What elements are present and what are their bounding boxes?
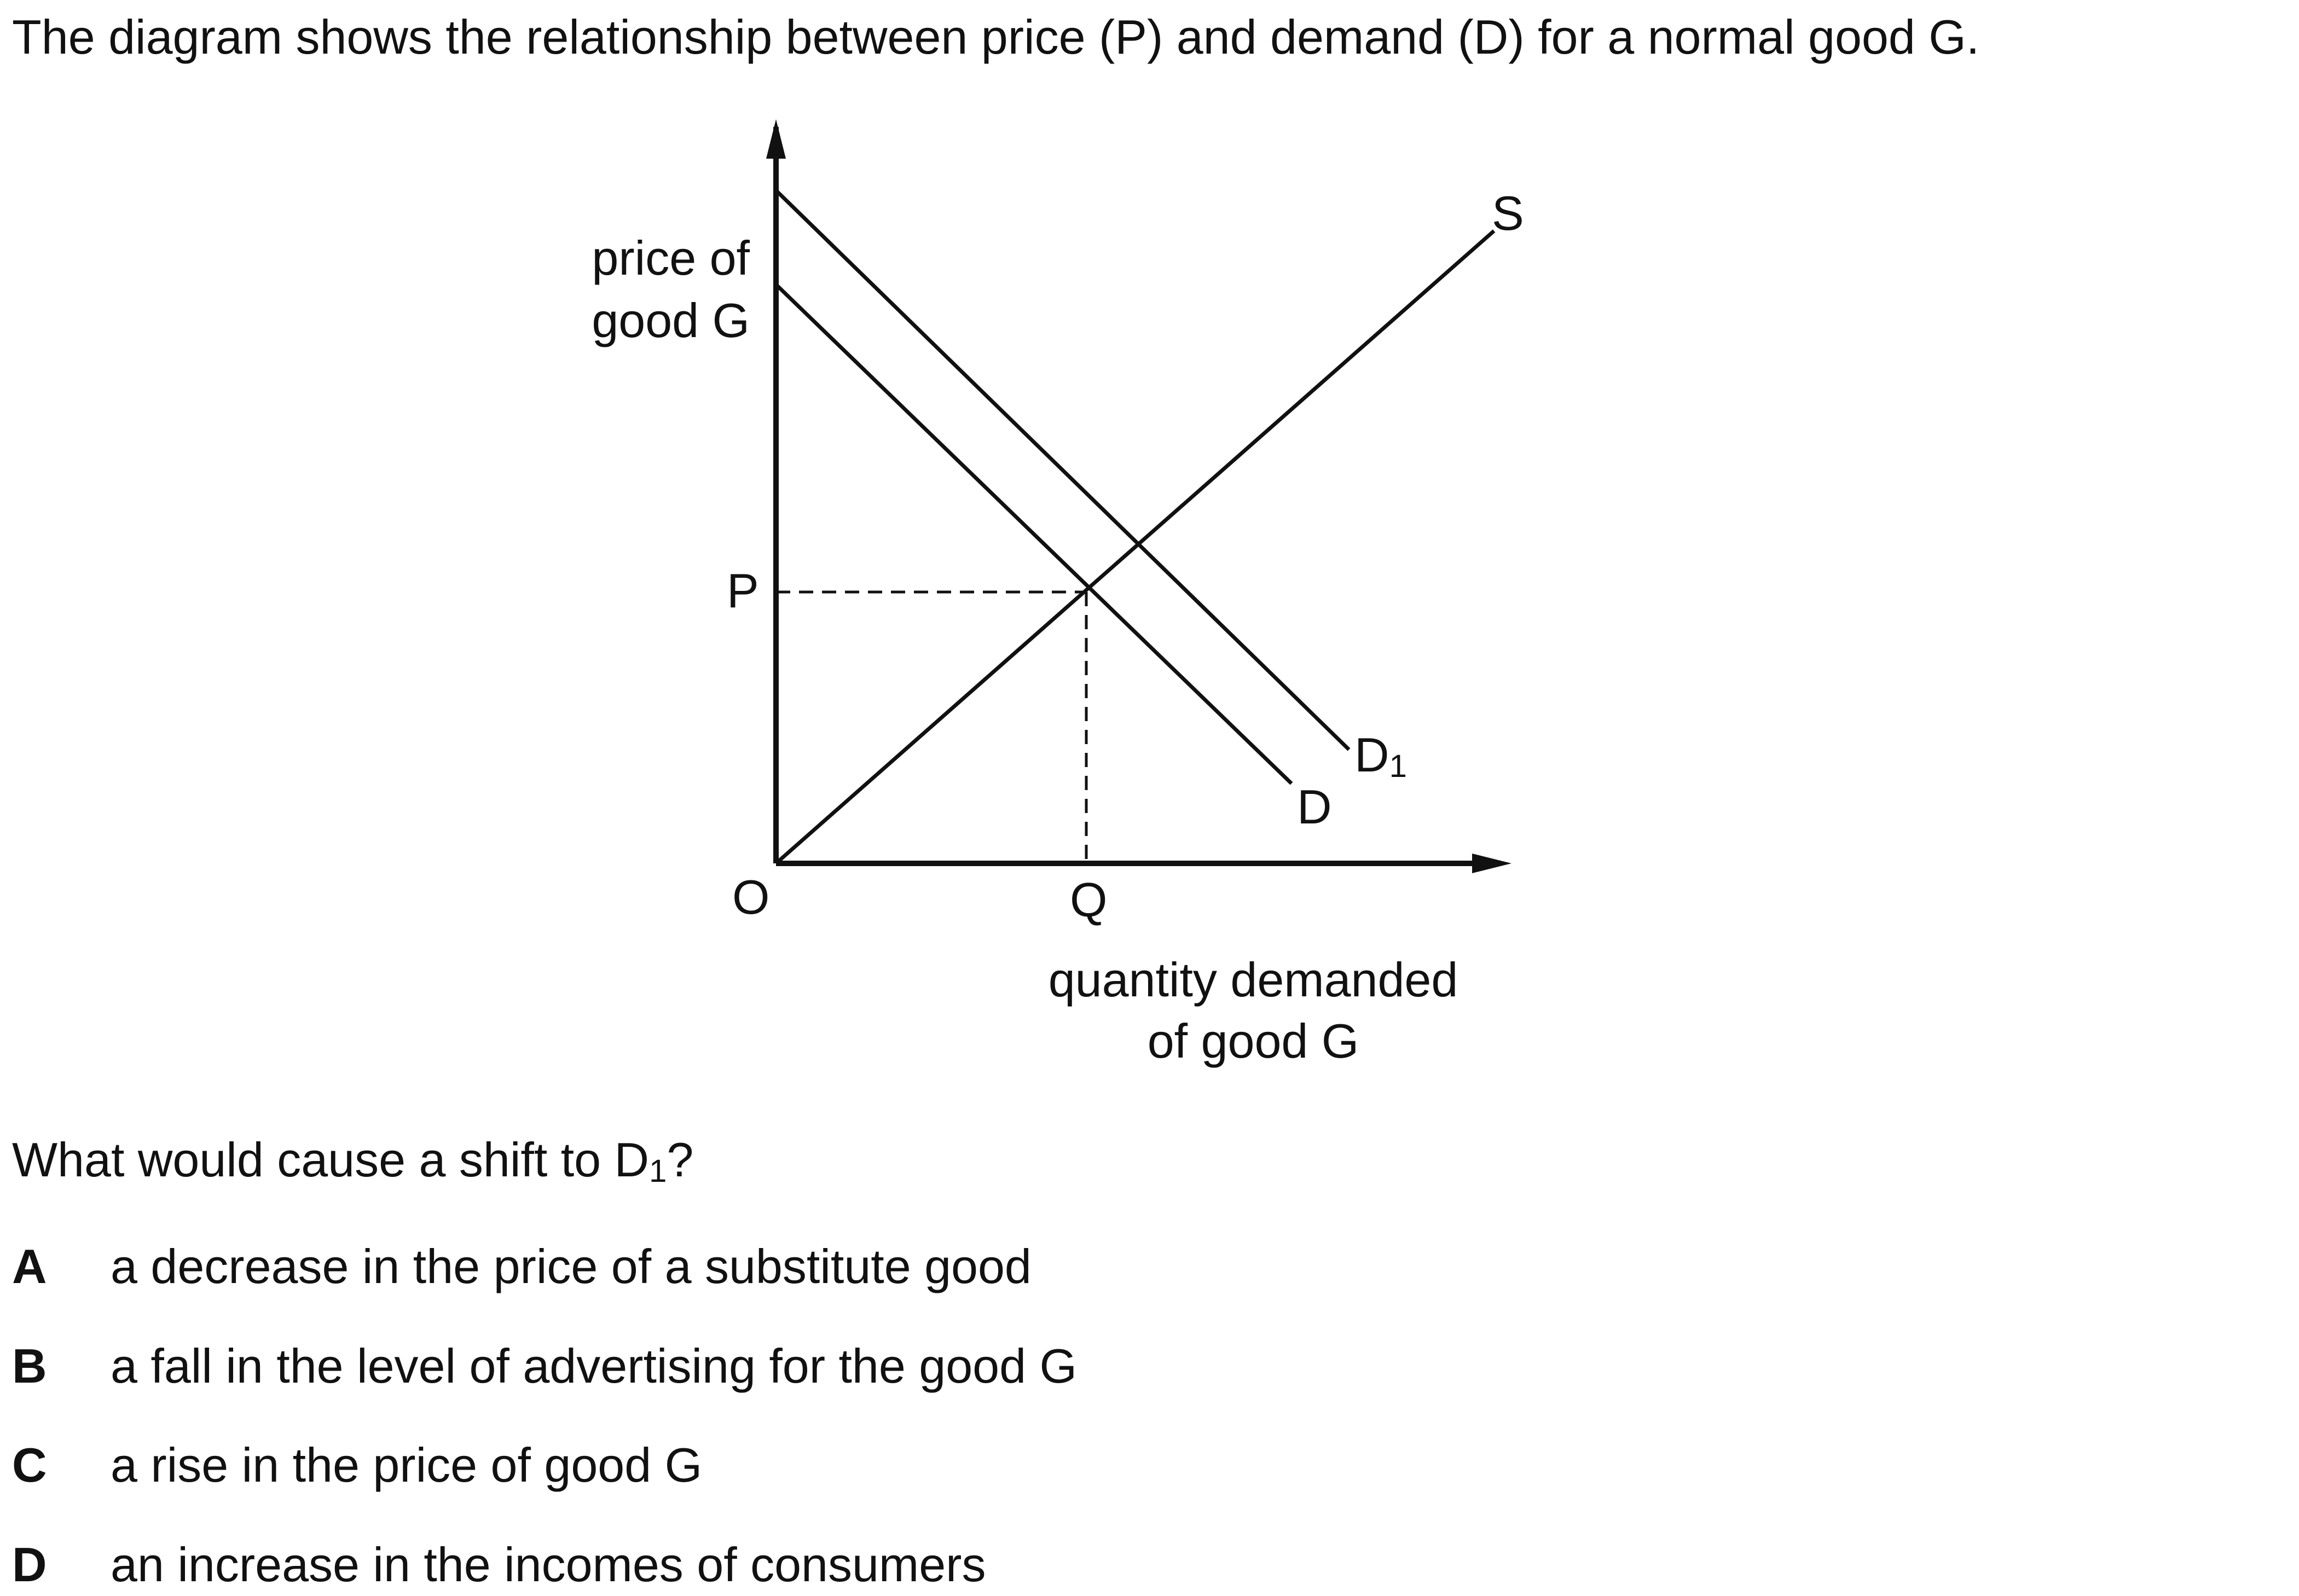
shifted-demand-label: D1 xyxy=(1354,728,1407,782)
shifted-demand-subscript: 1 xyxy=(1389,748,1407,784)
intro-text: The diagram shows the relationship betwe… xyxy=(12,10,1980,64)
quantity-label: Q xyxy=(1070,873,1108,927)
y-axis-arrowhead xyxy=(766,119,786,159)
supply-label: S xyxy=(1492,186,1524,240)
option-c-text: a rise in the price of good G xyxy=(111,1438,703,1492)
option-a-letter: A xyxy=(12,1239,47,1293)
question-text: What would cause a shift to D1? xyxy=(12,1133,693,1187)
price-label: P xyxy=(727,564,759,618)
x-axis-label: quantity demanded of good G xyxy=(1012,949,1494,1072)
demand-curve-d xyxy=(774,283,1293,785)
option-d-text: an increase in the incomes of consumers xyxy=(111,1537,986,1592)
option-b-text: a fall in the level of advertising for t… xyxy=(111,1339,1077,1393)
option-b-letter: B xyxy=(12,1339,47,1393)
question-suffix: ? xyxy=(667,1133,694,1187)
shifted-demand-letter: D xyxy=(1354,728,1389,782)
option-a-text: a decrease in the price of a substitute … xyxy=(111,1239,1032,1293)
question-main: What would cause a shift to D xyxy=(12,1133,650,1187)
x-axis-label-line-2: of good G xyxy=(1147,1014,1359,1068)
option-d-letter: D xyxy=(12,1537,47,1592)
question-subscript: 1 xyxy=(649,1153,667,1189)
demand-label: D xyxy=(1297,780,1332,834)
supply-curve-s xyxy=(774,229,1496,865)
x-axis-arrowhead xyxy=(1472,854,1512,873)
demand-curve-d1 xyxy=(774,189,1351,751)
x-axis-label-line-1: quantity demanded xyxy=(1048,953,1458,1007)
y-axis-label-line-2: good G xyxy=(592,293,750,347)
origin-label: O xyxy=(732,870,770,924)
option-c-letter: C xyxy=(12,1438,47,1492)
y-axis-label-line-1: price of xyxy=(592,231,750,285)
y-axis-label: price of good G xyxy=(575,227,750,352)
